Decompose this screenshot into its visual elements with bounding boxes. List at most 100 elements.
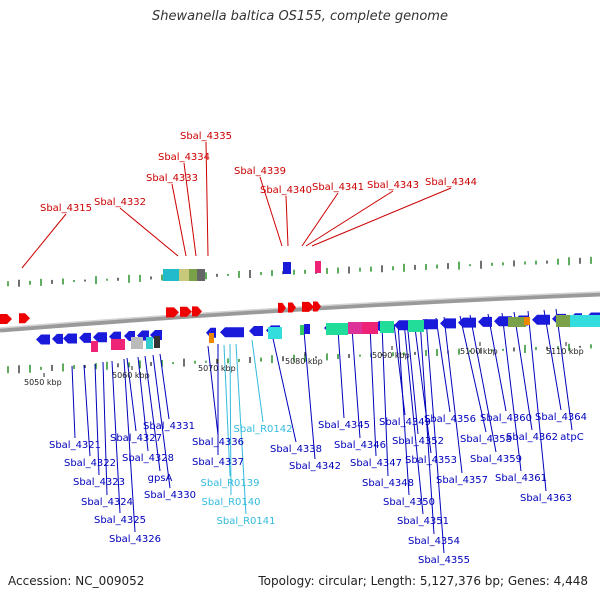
leader-line <box>119 207 179 257</box>
minus-strand-gene <box>220 327 244 338</box>
feature-box <box>111 339 125 350</box>
minus-gene-label: Sbal_4355 <box>418 555 470 566</box>
feature-box <box>408 320 424 332</box>
rna-gene-label: Sbal_R0141 <box>217 516 276 527</box>
leader-line <box>413 319 432 454</box>
leader-line <box>337 329 345 419</box>
minus-gene-label: Sbal_4328 <box>122 453 174 464</box>
leader-line <box>259 176 283 247</box>
minus-gene-label: Sbal_4359 <box>470 454 522 465</box>
feature-box <box>508 317 526 327</box>
leader-line <box>397 322 410 496</box>
leader-line <box>126 357 137 432</box>
leader-line <box>123 358 136 533</box>
leader-line <box>137 356 149 452</box>
leader-line <box>425 318 445 554</box>
minus-strand-gene <box>52 333 63 344</box>
leader-line <box>501 312 522 472</box>
leader-line <box>102 361 108 496</box>
minus-gene-label: Sbal_4321 <box>49 440 101 451</box>
leader-line <box>83 364 91 457</box>
feature-box <box>556 315 570 327</box>
feature-box <box>362 322 378 334</box>
leader-line <box>381 324 389 477</box>
feature-box <box>189 269 197 281</box>
minus-gene-label: Sbal_4347 <box>350 458 402 469</box>
leader-line <box>229 343 232 496</box>
minus-gene-label: Sbal_4364 <box>535 412 587 423</box>
leader-line <box>369 325 377 457</box>
minus-gene-label: Sbal_4350 <box>383 497 435 508</box>
leader-line <box>443 316 463 474</box>
leader-line <box>351 327 361 439</box>
feature-box <box>163 269 179 281</box>
minus-gene-label: Sbal_4346 <box>334 440 386 451</box>
leader-line <box>171 183 187 257</box>
leader-line <box>285 195 289 247</box>
leader-line <box>223 344 231 477</box>
minus-gene-label: Sbal_4357 <box>436 475 488 486</box>
minus-gene-label: gpsA <box>148 473 173 484</box>
feature-box <box>380 321 394 333</box>
minus-strand-gene <box>249 326 263 337</box>
leader-line <box>527 310 547 492</box>
minus-strand-gene <box>494 316 512 327</box>
minus-gene-label: Sbal_4338 <box>270 444 322 455</box>
feature-box <box>283 262 291 274</box>
feature-box <box>300 325 304 335</box>
minus-gene-label: Sbal_4348 <box>362 478 414 489</box>
scale-label: 5080 kbp <box>285 357 323 366</box>
minus-gene-label: Sbal_4358 <box>460 434 512 445</box>
minus-gene-label: Sbal_4326 <box>109 534 161 545</box>
leader-line <box>159 353 170 420</box>
plus-gene-label: Sbal_4335 <box>180 131 232 142</box>
minus-gene-label: Sbal_4352 <box>392 436 444 447</box>
minus-strand-gene <box>478 316 492 327</box>
leader-line <box>406 320 419 435</box>
leader-line <box>205 141 209 257</box>
topology-text: Topology: circular; Length: 5,127,376 bp… <box>258 574 588 588</box>
plus-strand-gene <box>19 313 30 324</box>
scale-label: 5050 kbp <box>24 378 62 387</box>
leader-line <box>152 354 171 489</box>
minus-gene-label: Sbal_4323 <box>73 477 125 488</box>
gene-features <box>0 261 600 352</box>
minus-gene-label: Sbal_4337 <box>192 457 244 468</box>
minus-gene-label: Sbal_4363 <box>520 493 572 504</box>
feature-box <box>209 333 214 343</box>
genome-backbone <box>0 291 600 333</box>
leader-line <box>469 314 497 453</box>
leader-line <box>144 355 161 472</box>
feature-box <box>326 323 348 335</box>
plus-strand-gene <box>288 302 296 313</box>
feature-box <box>348 322 362 334</box>
plus-strand-gene <box>166 307 179 318</box>
rna-gene-label: Sbal_R0142 <box>234 424 293 435</box>
leader-line <box>71 365 76 439</box>
minus-gene-label: Sbal_4353 <box>405 455 457 466</box>
feature-box <box>524 317 530 325</box>
minus-gene-label: Sbal_4342 <box>289 461 341 472</box>
minus-gene-label: Sbal_4325 <box>94 515 146 526</box>
plus-gene-label: Sbal_4332 <box>94 197 146 208</box>
rna-gene-label: Sbal_R0139 <box>201 478 260 489</box>
minus-strand-gene <box>458 317 476 328</box>
leader-line <box>305 190 394 247</box>
leader-line <box>459 315 487 433</box>
minus-strand-gene <box>63 333 77 344</box>
leader-line <box>235 343 247 515</box>
leader-line <box>94 363 100 476</box>
minus-gene-label: Sbal_4354 <box>408 536 460 547</box>
leader-line <box>21 213 67 269</box>
plus-gene-label: Sbal_4344 <box>425 177 477 188</box>
minus-gene-label: Sbal_4349 <box>379 417 431 428</box>
minus-gene-label: Sbal_4360 <box>480 413 532 424</box>
feature-box <box>91 341 98 352</box>
feature-box <box>315 261 321 273</box>
minus-strand-gene <box>79 332 91 343</box>
minus-gene-label: Sbal_4351 <box>397 516 449 527</box>
feature-box <box>197 269 205 281</box>
gene-labels: Sbal_4315Sbal_4332Sbal_4333Sbal_4334Sbal… <box>40 131 587 566</box>
